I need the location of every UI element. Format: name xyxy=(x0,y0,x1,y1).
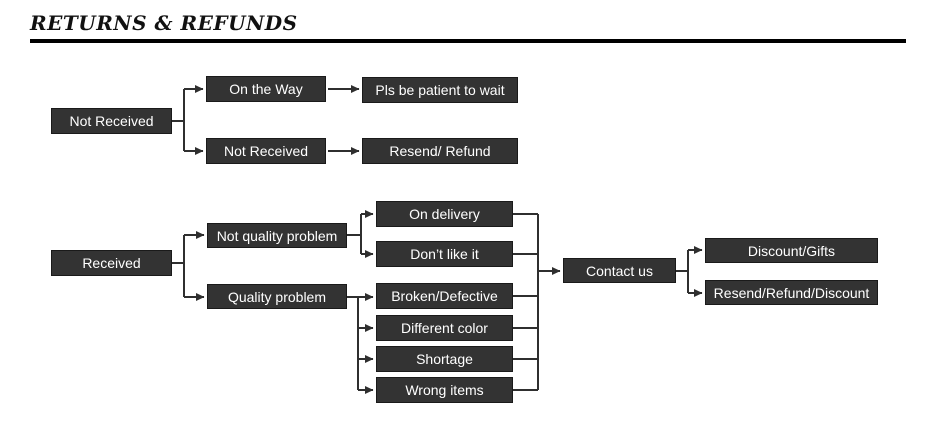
node-different-color: Different color xyxy=(376,315,513,341)
node-on-the-way: On the Way xyxy=(206,76,326,102)
node-broken-defective: Broken/Defective xyxy=(376,283,513,309)
node-shortage: Shortage xyxy=(376,346,513,372)
node-discount-gifts: Discount/Gifts xyxy=(705,238,878,263)
node-wrong-items: Wrong items xyxy=(376,377,513,403)
node-quality-problem: Quality problem xyxy=(207,284,347,309)
title-underline xyxy=(30,39,906,43)
node-contact-us: Contact us xyxy=(563,258,676,283)
node-not-received-child: Not Received xyxy=(206,138,326,164)
node-dont-like-it: Don’t like it xyxy=(376,241,513,267)
node-not-quality-problem: Not quality problem xyxy=(207,223,347,248)
node-received: Received xyxy=(51,250,172,276)
node-pls-be-patient: Pls be patient to wait xyxy=(362,77,518,103)
page-title: RETURNS & REFUNDS xyxy=(30,11,298,35)
node-on-delivery: On delivery xyxy=(376,201,513,227)
node-resend-refund-discount: Resend/Refund/Discount xyxy=(705,280,878,305)
node-resend-refund: Resend/ Refund xyxy=(362,138,518,164)
node-not-received-root: Not Received xyxy=(51,108,172,134)
